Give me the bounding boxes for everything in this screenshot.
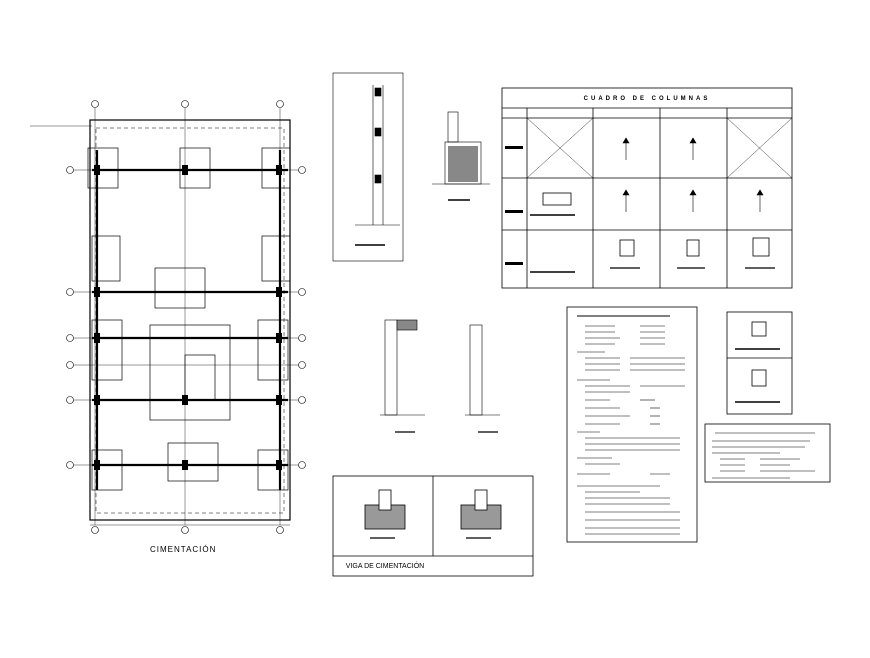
column-schedule-title: CUADRO DE COLUMNAS [583, 96, 711, 102]
foundation-plan-title: CIMENTACIÓN [150, 545, 217, 554]
grid-bubbles [66, 100, 306, 534]
small-column-details [726, 311, 793, 415]
general-specifications-box [566, 306, 698, 543]
foundation-plan [30, 108, 300, 526]
wall-footing-detail [432, 111, 490, 201]
soil-conditions-box [704, 423, 831, 483]
foundation-beam-title: VIGA DE CIMENTACIÓN [345, 563, 425, 570]
beam-elevation-details [380, 319, 500, 433]
column-elevation-detail [332, 72, 404, 262]
column-schedule-table [501, 87, 793, 289]
foundation-beam-sections [332, 475, 534, 577]
